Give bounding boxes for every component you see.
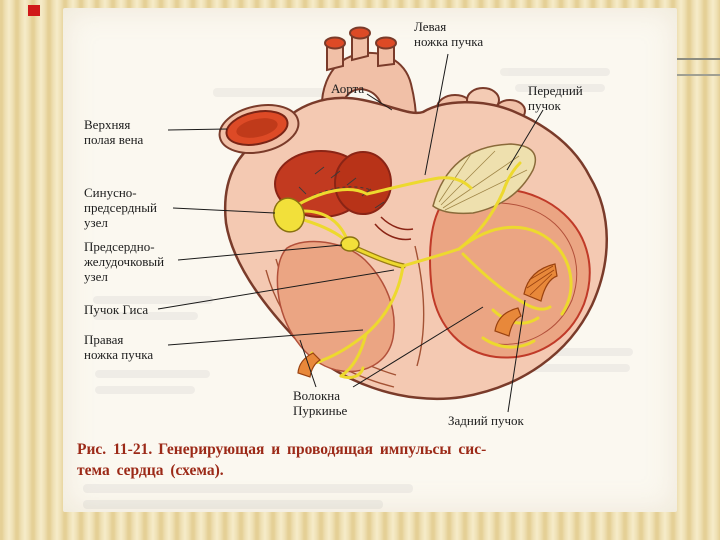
decor-line-bottom: [674, 74, 720, 76]
decor-line-top: [674, 58, 720, 60]
figure-number: Рис. 11-21.: [77, 441, 153, 458]
label-connectors: [157, 53, 544, 413]
valve-lines: [374, 216, 414, 241]
label-atrioventricular-node: Предсердно- желудочковый узел: [84, 239, 165, 284]
left-atrium: [432, 143, 537, 215]
sinoatrial-node: [273, 197, 305, 233]
caption-line1: Генерирующая и проводящая импульсы сис-: [158, 441, 487, 458]
label-posterior-bundle: Задний пучок: [448, 413, 524, 428]
superior-vena-cava-opening: [218, 104, 300, 154]
heart-conduction-diagram: [83, 26, 633, 509]
label-superior-vena-cava: Верхняя полая вена: [84, 117, 144, 147]
label-sinoatrial-node: Синусно- предсердный узел: [84, 185, 157, 230]
right-atrium: [274, 150, 392, 218]
textbook-figure: Верхняя полая вена Синусно- предсердный …: [63, 8, 677, 512]
left-ventricle-inner-line: [454, 202, 578, 345]
label-right-bundle-branch: Правая ножка пучка: [84, 332, 154, 362]
label-his-bundle: Пучок Гиса: [84, 302, 149, 317]
label-anterior-bundle: Передний пучок: [528, 83, 583, 113]
label-purkinje-fibers: Волокна Пуркинье: [293, 388, 348, 418]
figure-caption: Рис. 11-21. Генерирующая и проводящая имп…: [77, 440, 509, 482]
caption-line2: тема сердца (схема).: [77, 461, 224, 479]
ghost-print: [83, 68, 633, 509]
label-aorta: Аорта: [331, 81, 365, 96]
label-left-bundle-branch: Левая ножка пучка: [414, 19, 484, 49]
atrioventricular-node: [340, 236, 360, 252]
conduction-fibers: [295, 161, 573, 380]
slide-red-marker: [28, 5, 40, 16]
